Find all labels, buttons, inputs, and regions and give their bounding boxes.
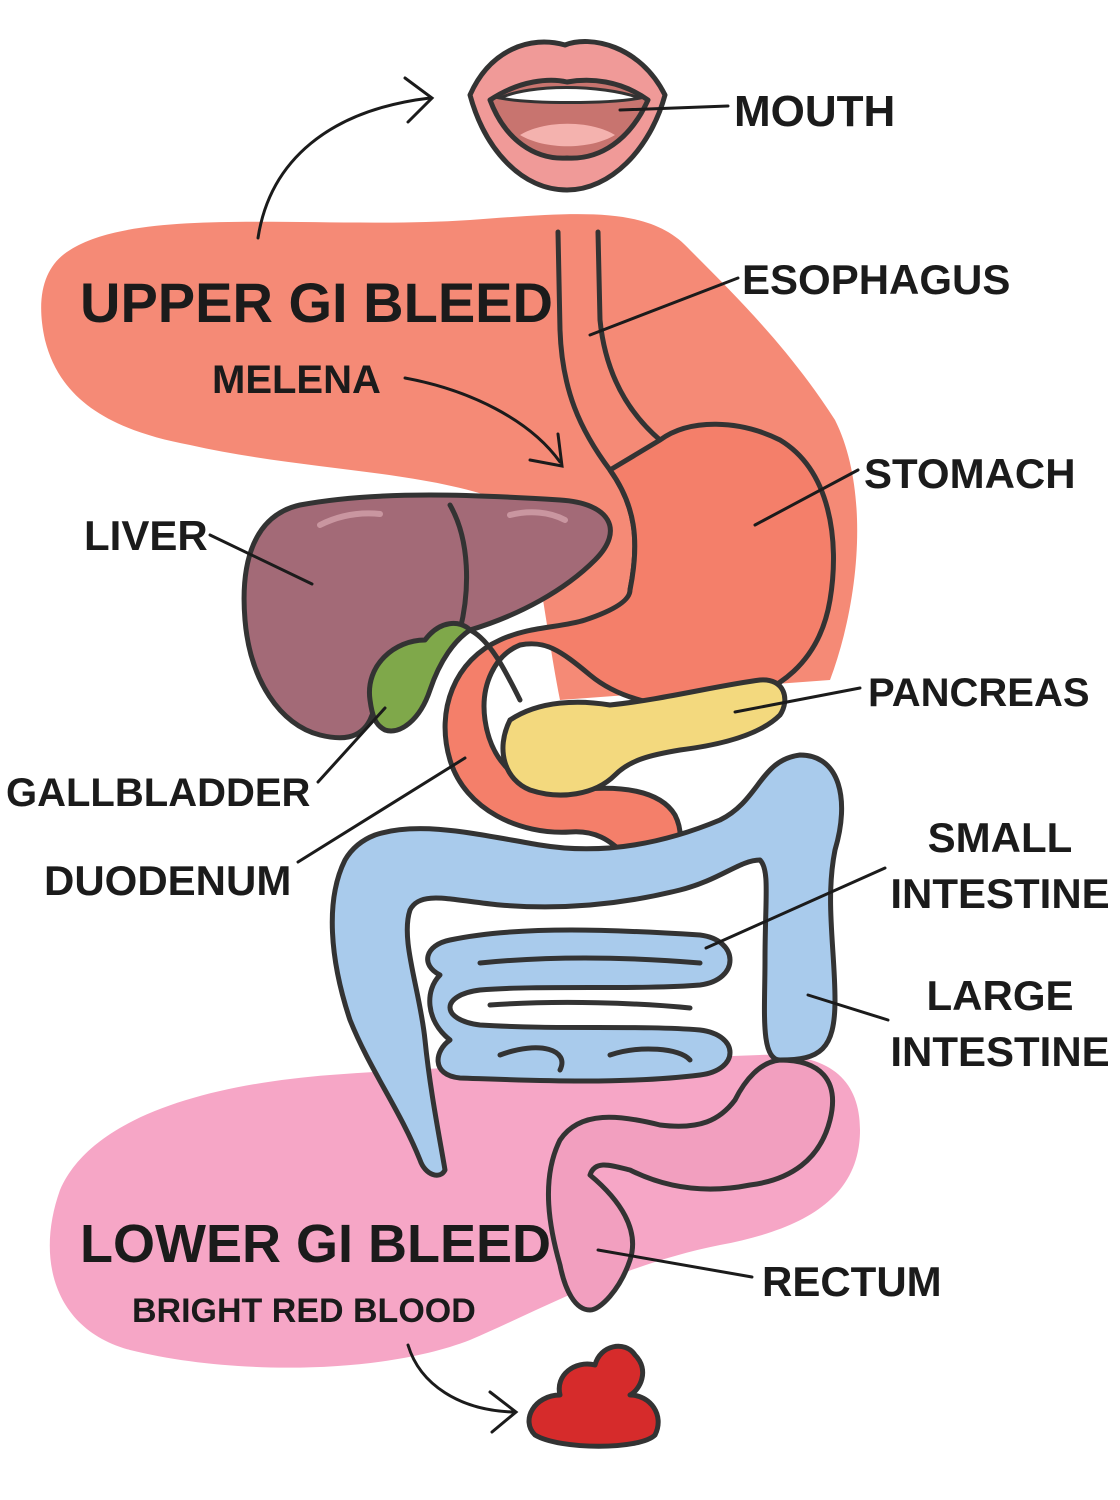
arrow-melena-to-stomach	[403, 376, 564, 468]
label-liver: LIVER	[84, 512, 208, 559]
mouth-illustration	[467, 39, 668, 193]
label-stomach: STOMACH	[864, 450, 1076, 497]
leader-pancreas	[733, 686, 862, 714]
label-mouth: MOUTH	[734, 87, 895, 136]
stool-illustration	[526, 1343, 661, 1449]
label-large-intestine-line2: INTESTINE	[890, 1028, 1109, 1075]
arrow-upper-to-mouth	[256, 76, 435, 240]
upper-gi-title: UPPER GI BLEED	[80, 271, 553, 334]
gallbladder-illustration	[366, 620, 523, 734]
label-rectum: RECTUM	[762, 1258, 942, 1305]
leader-large-intestine	[806, 993, 890, 1022]
label-esophagus: ESOPHAGUS	[742, 256, 1010, 303]
large-intestine-illustration	[329, 752, 844, 1313]
lower-gi-title: LOWER GI BLEED	[80, 1214, 551, 1274]
small-intestine-illustration	[425, 927, 733, 1084]
leader-mouth	[618, 104, 730, 112]
label-large-intestine-line1: LARGE	[927, 972, 1074, 1019]
pancreas-illustration	[500, 677, 788, 798]
leader-rectum	[596, 1248, 754, 1279]
label-duodenum: DUODENUM	[44, 857, 291, 904]
leader-gallbladder	[316, 706, 387, 784]
leader-duodenum	[296, 756, 467, 864]
liver-illustration	[241, 492, 613, 741]
label-pancreas: PANCREAS	[868, 671, 1090, 715]
label-gallbladder: GALLBLADDER	[6, 771, 311, 815]
leader-stomach	[753, 468, 860, 527]
leader-liver	[208, 533, 314, 586]
leader-small-intestine	[704, 866, 887, 950]
arrow-lower-to-stool	[406, 1343, 519, 1434]
leader-esophagus	[588, 276, 740, 337]
upper-gi-subtitle: MELENA	[212, 358, 381, 402]
lower-gi-subtitle: BRIGHT RED BLOOD	[132, 1292, 476, 1330]
label-small-intestine-line1: SMALL	[928, 814, 1073, 861]
label-small-intestine-line2: INTESTINE	[890, 870, 1109, 917]
